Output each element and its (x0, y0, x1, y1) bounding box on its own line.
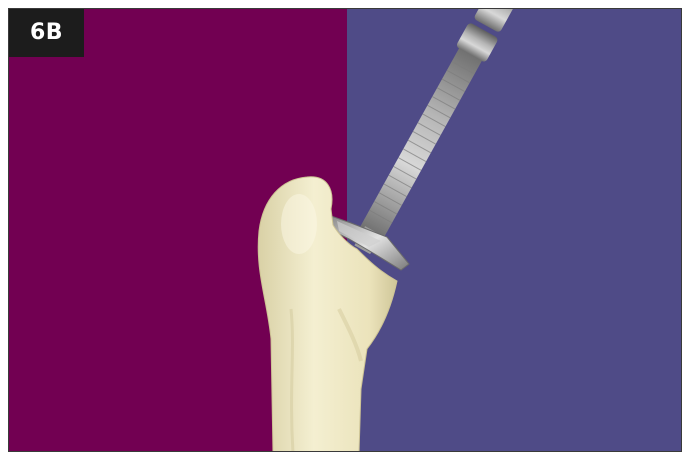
figure-label: 6B (9, 9, 84, 57)
figure-frame: 6B (8, 8, 682, 452)
surgical-illustration (9, 9, 682, 452)
surgical-reamer-icon (331, 9, 532, 270)
